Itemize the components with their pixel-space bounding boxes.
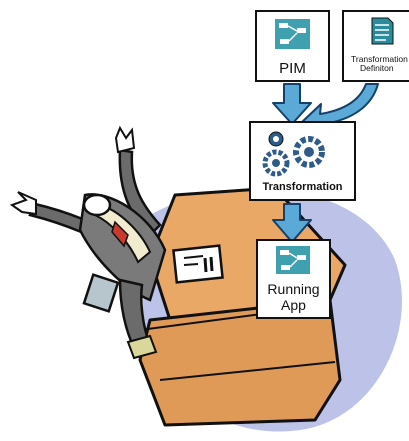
model-diagram-icon — [275, 19, 310, 49]
falling-person-illustration — [12, 128, 165, 358]
transformation-definition-label-line2: Definiton — [360, 63, 394, 73]
nameplate — [173, 246, 222, 283]
pim-label: PIM — [279, 60, 306, 77]
document-icon — [372, 18, 393, 44]
running-app-box: Running App — [257, 240, 330, 318]
pim-box: PIM — [256, 11, 329, 81]
transformation-label: Transformation — [262, 181, 342, 193]
running-app-label-line1: Running — [267, 281, 319, 297]
running-app-label-line2: App — [281, 297, 306, 313]
model-diagram-icon — [276, 246, 310, 274]
transformation-box: Transformation — [250, 122, 355, 200]
transformation-definition-box: Transformation Definiton — [343, 11, 409, 81]
